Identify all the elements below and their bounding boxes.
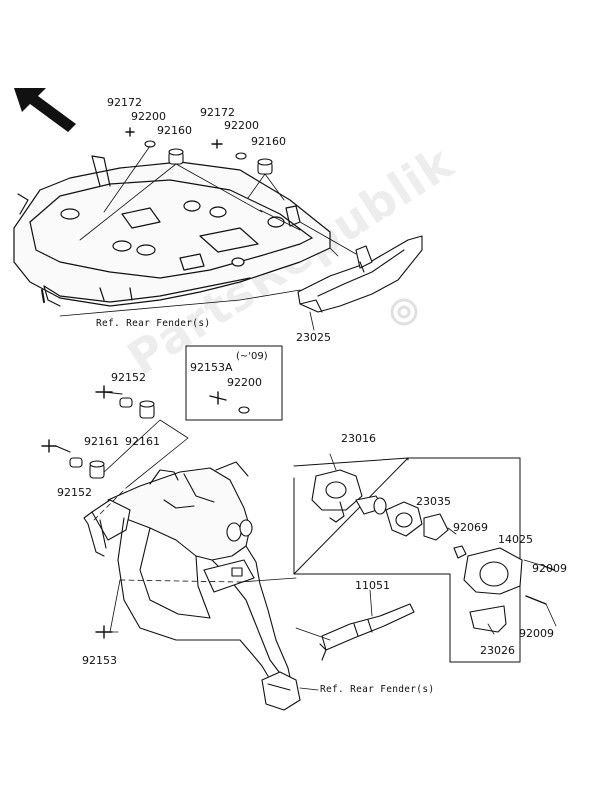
direction-arrow-icon: [14, 88, 76, 132]
fender-fasteners: [41, 385, 155, 639]
seat-cowl: [13, 155, 331, 307]
label-92200-b: 92200: [224, 119, 259, 132]
license-light-23016: [311, 469, 555, 633]
label-ref-rear-fender-top: Ref. Rear Fender(s): [96, 318, 211, 329]
label-23025: 23025: [296, 331, 331, 344]
label-92009-a: 92009: [532, 562, 567, 575]
label-92160-a: 92160: [157, 124, 192, 137]
label-year-note: (~'09): [236, 351, 268, 362]
tail-light-23025: [297, 235, 423, 313]
label-92200-c: 92200: [227, 376, 262, 389]
label-92009-b: 92009: [519, 627, 554, 640]
label-92152-a: 92152: [111, 371, 146, 384]
label-92153: 92153: [82, 654, 117, 667]
top-fasteners: [125, 127, 273, 175]
label-23016: 23016: [341, 432, 376, 445]
label-23026: 23026: [480, 644, 515, 657]
label-92172-b: 92172: [200, 106, 235, 119]
label-92161-a: 92161: [84, 435, 119, 448]
label-11051: 11051: [355, 579, 390, 592]
label-92069: 92069: [453, 521, 488, 534]
label-14025: 14025: [498, 533, 533, 546]
bracket-11051: [295, 589, 415, 661]
label-92153A: 92153A: [190, 361, 233, 374]
rear-fender: [83, 461, 301, 711]
label-92161-b: 92161: [125, 435, 160, 448]
label-23035: 23035: [416, 495, 451, 508]
label-92200-a: 92200: [131, 110, 166, 123]
label-92152-b: 92152: [57, 486, 92, 499]
label-ref-rear-fender-bottom: Ref. Rear Fender(s): [320, 684, 435, 695]
label-92172-a: 92172: [107, 96, 142, 109]
gear-logo-icon: [390, 298, 418, 326]
label-92160-b: 92160: [251, 135, 286, 148]
